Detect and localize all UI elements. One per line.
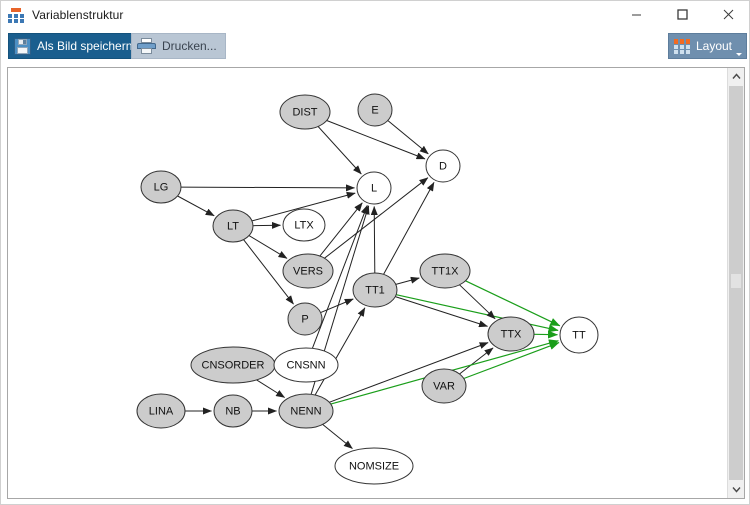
chevron-up-icon <box>731 73 741 79</box>
graph-node-ttx[interactable]: TTX <box>487 316 535 352</box>
graph-edge <box>396 294 559 333</box>
node-shape <box>140 170 182 204</box>
node-shape <box>334 447 414 485</box>
node-shape <box>282 253 334 289</box>
graph-edge <box>463 342 560 380</box>
node-shape <box>136 393 186 429</box>
node-shape <box>487 316 535 352</box>
graph-edge <box>326 120 426 160</box>
graph-node-p[interactable]: P <box>287 302 323 336</box>
graph-node-cnsorder[interactable]: CNSORDER <box>190 346 276 384</box>
graph-edge <box>243 239 294 305</box>
node-shape <box>213 394 253 428</box>
graph-edge <box>395 296 488 328</box>
chevron-down-icon <box>736 53 742 56</box>
graph-edge <box>248 235 288 259</box>
graph-node-var[interactable]: VAR <box>421 368 467 404</box>
node-shape <box>282 208 326 242</box>
graph-node-lg[interactable]: LG <box>140 170 182 204</box>
variable-structure-icon <box>8 7 24 23</box>
title-bar: Variablenstruktur <box>1 1 749 28</box>
graph-node-cnsnn[interactable]: CNSNN <box>273 347 339 383</box>
graph-node-nomsize[interactable]: NOMSIZE <box>334 447 414 485</box>
graph-edge <box>395 276 420 285</box>
graph-node-tt[interactable]: TT <box>559 316 599 354</box>
node-shape <box>273 347 339 383</box>
graph-node-tt1x[interactable]: TT1X <box>419 253 471 289</box>
graph-node-e[interactable]: E <box>357 93 393 127</box>
graph-edge <box>251 191 356 222</box>
node-shape <box>279 94 331 130</box>
node-shape <box>352 272 398 308</box>
graph-edge <box>256 379 286 398</box>
node-shape <box>357 93 393 127</box>
print-button[interactable]: Drucken... <box>131 33 226 59</box>
graph-node-ltx[interactable]: LTX <box>282 208 326 242</box>
scroll-down-button[interactable] <box>728 481 744 498</box>
window-title: Variablenstruktur <box>32 7 124 22</box>
graph-edge <box>329 342 489 403</box>
graph-node-vers[interactable]: VERS <box>282 253 334 289</box>
graph-edge <box>459 284 496 320</box>
chevron-down-icon <box>731 487 741 493</box>
graph-edge <box>387 120 429 155</box>
floppy-disk-icon <box>14 37 31 55</box>
scrollbar-grip <box>731 274 741 288</box>
save-as-image-button[interactable]: Als Bild speichern... <box>8 33 152 59</box>
layout-label: Layout <box>695 39 732 53</box>
close-button[interactable] <box>705 1 749 28</box>
minimize-icon <box>631 14 641 16</box>
graph-edge <box>177 195 215 217</box>
graph-edge <box>383 181 435 275</box>
node-shape <box>425 149 461 183</box>
node-shape <box>287 302 323 336</box>
graph-edge <box>317 126 362 175</box>
maximize-icon <box>676 9 688 20</box>
graph-edge <box>320 298 354 314</box>
graph-edges <box>177 120 561 449</box>
save-as-image-label: Als Bild speichern... <box>37 39 143 53</box>
node-shape <box>190 346 276 384</box>
graph-edge <box>319 202 363 257</box>
close-icon <box>723 9 733 20</box>
node-shape <box>212 209 254 243</box>
node-shape <box>278 393 334 429</box>
window-controls <box>613 1 749 28</box>
graph-node-lt[interactable]: LT <box>212 209 254 243</box>
graph-edge <box>180 184 355 192</box>
layout-grid-icon <box>673 38 690 54</box>
print-label: Drucken... <box>162 39 217 53</box>
graph-node-lina[interactable]: LINA <box>136 393 186 429</box>
graph-edge <box>314 307 366 396</box>
graph-node-nb[interactable]: NB <box>213 394 253 428</box>
minimize-button[interactable] <box>613 1 659 28</box>
graph-node-l[interactable]: L <box>356 171 392 205</box>
scrollbar-thumb[interactable] <box>729 86 743 480</box>
printer-icon <box>137 38 156 54</box>
graph-edge <box>324 177 429 259</box>
layout-button[interactable]: Layout <box>667 33 747 59</box>
graph-edge <box>465 280 561 327</box>
node-shape <box>559 316 599 354</box>
node-shape <box>356 171 392 205</box>
graph-node-tt1[interactable]: TT1 <box>352 272 398 308</box>
graph-edge <box>322 424 353 449</box>
graph-node-nenn[interactable]: NENN <box>278 393 334 429</box>
graph-edge <box>459 347 494 375</box>
graph-edge <box>370 206 378 274</box>
graph-node-d[interactable]: D <box>425 149 461 183</box>
vertical-scrollbar[interactable] <box>727 68 744 498</box>
scroll-up-button[interactable] <box>728 68 744 85</box>
toolbar: Als Bild speichern... Drucken... Layout <box>1 28 749 63</box>
graph-node-dist[interactable]: DIST <box>279 94 331 130</box>
maximize-button[interactable] <box>659 1 705 28</box>
node-shape <box>419 253 471 289</box>
node-shape <box>421 368 467 404</box>
